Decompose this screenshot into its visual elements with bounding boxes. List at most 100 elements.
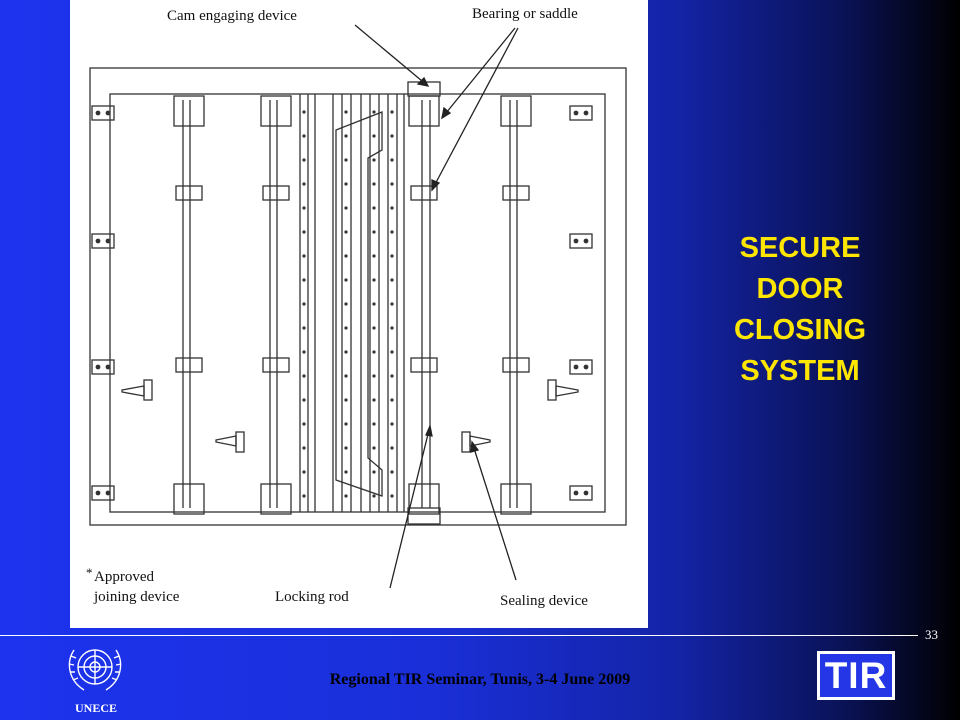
diagram-panel: Cam engaging device Bearing or saddle * … [70, 0, 648, 628]
rivet [372, 494, 376, 498]
rivet [372, 278, 376, 282]
rivet [344, 134, 348, 138]
rivet [390, 158, 394, 162]
rivet [344, 398, 348, 402]
rivet [302, 230, 306, 234]
rivet [344, 254, 348, 258]
un-emblem-icon [68, 649, 122, 691]
rivet [390, 350, 394, 354]
rivet [344, 206, 348, 210]
rivet [390, 110, 394, 114]
rivet [302, 278, 306, 282]
label-approved: Approved [94, 569, 154, 585]
hinge-bolt [95, 490, 101, 496]
label-sealing-device: Sealing device [500, 593, 588, 609]
rivet [302, 494, 306, 498]
rivet [390, 182, 394, 186]
hinge-bolt [105, 238, 111, 244]
rivet [372, 134, 376, 138]
title-line: SECURE [739, 232, 861, 264]
label-bearing-or-saddle: Bearing or saddle [472, 6, 578, 22]
hinge-bolt [583, 364, 589, 370]
rivet [372, 398, 376, 402]
rivet [372, 374, 376, 378]
hinge-bolt [583, 238, 589, 244]
rivet [372, 158, 376, 162]
rivet [344, 422, 348, 426]
rivet [372, 470, 376, 474]
rivet [344, 230, 348, 234]
rivet [302, 446, 306, 450]
rivet [372, 254, 376, 258]
rivet [390, 206, 394, 210]
rivet [372, 110, 376, 114]
unece-label: UNECE [74, 701, 117, 715]
rivet [302, 134, 306, 138]
hinge-bolt [95, 110, 101, 116]
hinge-bolt [105, 110, 111, 116]
rivet [302, 350, 306, 354]
rivet [390, 470, 394, 474]
label-locking-rod: Locking rod [275, 589, 349, 605]
rivet [344, 350, 348, 354]
hinge-bolt [573, 238, 579, 244]
hinge-bolt [95, 364, 101, 370]
door-closing-diagram [89, 24, 627, 589]
rivet [372, 350, 376, 354]
rivet [302, 182, 306, 186]
rivet [344, 110, 348, 114]
slide-title: SECURE DOOR CLOSING SYSTEM [690, 228, 910, 392]
rivet [390, 278, 394, 282]
rivet [302, 302, 306, 306]
rivet [302, 326, 306, 330]
rivet [372, 422, 376, 426]
label-joining-device: joining device [94, 589, 180, 605]
hinge-bolt [583, 110, 589, 116]
rivet [302, 158, 306, 162]
rivet [344, 374, 348, 378]
title-line: SYSTEM [740, 355, 860, 387]
rivet [390, 230, 394, 234]
rivet [390, 302, 394, 306]
footer-divider [0, 635, 918, 636]
label-cam-engaging-device: Cam engaging device [167, 8, 297, 24]
hinge-bolt [573, 110, 579, 116]
hinge-bolt [583, 490, 589, 496]
hinge-bolt [105, 364, 111, 370]
rivet [390, 254, 394, 258]
slide-number: 33 [925, 627, 938, 642]
rivet [344, 278, 348, 282]
rivet [390, 374, 394, 378]
rivet [372, 302, 376, 306]
rivet [302, 470, 306, 474]
rivet [372, 326, 376, 330]
rivet [390, 422, 394, 426]
rivet [302, 422, 306, 426]
rivet [302, 110, 306, 114]
rivet [344, 182, 348, 186]
title-line: DOOR [756, 273, 844, 305]
hinge-bolt [573, 490, 579, 496]
rivet [302, 254, 306, 258]
rivet [390, 134, 394, 138]
rivet [372, 182, 376, 186]
door-frame-outer [89, 67, 627, 526]
tir-logo: TIR [817, 651, 895, 700]
rivet [344, 158, 348, 162]
rivet [302, 398, 306, 402]
hinge-bolt [95, 238, 101, 244]
rivet [372, 206, 376, 210]
title-line: CLOSING [733, 314, 867, 346]
rivet [390, 398, 394, 402]
rivet [390, 446, 394, 450]
hinge-bolt [105, 490, 111, 496]
rivet [344, 302, 348, 306]
rivet [344, 326, 348, 330]
rivet [302, 206, 306, 210]
rivet [372, 446, 376, 450]
rivet [344, 446, 348, 450]
rivet [372, 230, 376, 234]
rivet [344, 470, 348, 474]
rivet [344, 494, 348, 498]
seminar-footer-text: Regional TIR Seminar, Tunis, 3-4 June 20… [329, 671, 631, 688]
